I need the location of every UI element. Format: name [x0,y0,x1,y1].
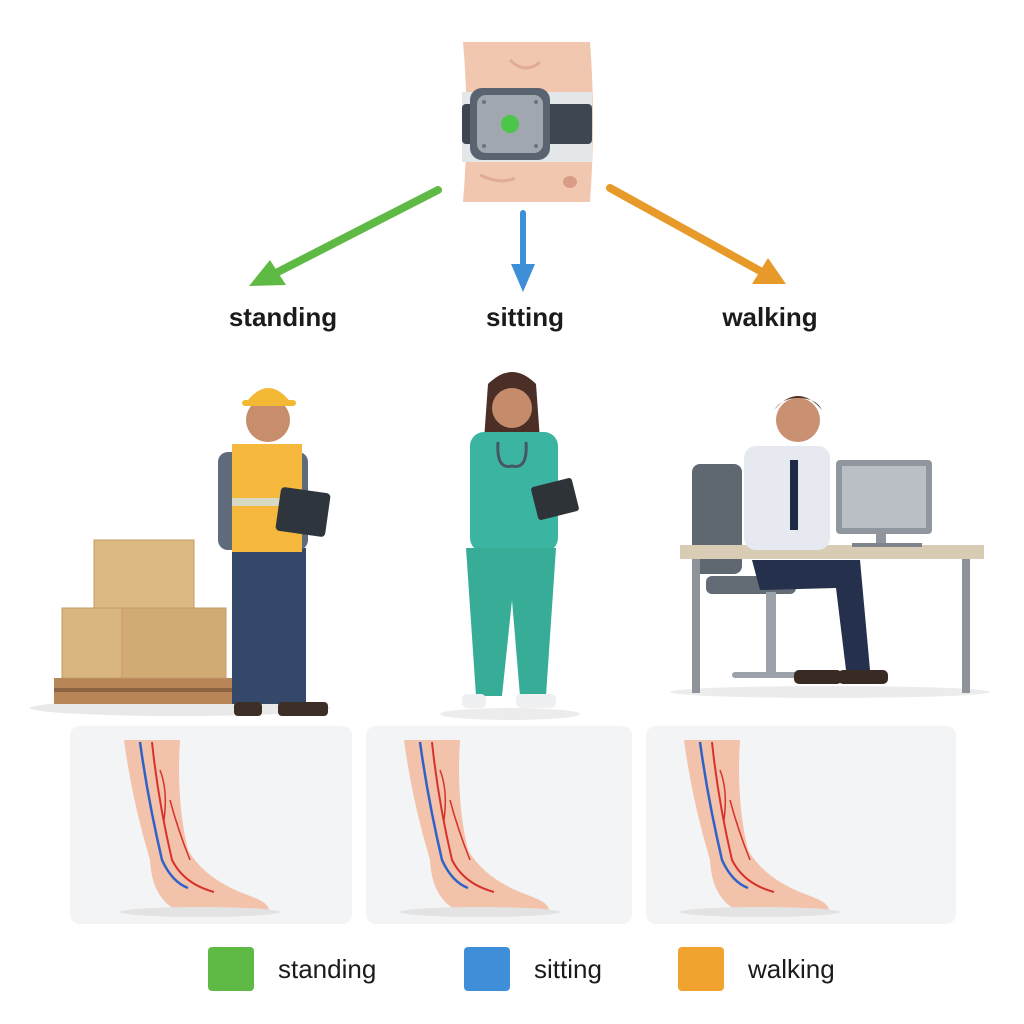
warehouse-worker-icon [30,388,331,716]
legend-swatch-walking [678,947,724,991]
legend-label-sitting: sitting [534,953,602,984]
legend-swatch-sitting [464,947,510,991]
label-sitting: sitting [486,302,564,332]
legend-label-walking: walking [748,953,835,984]
wearable-sensor-icon [462,42,593,202]
legend-item-walking: walking [678,947,835,991]
office-worker-icon [670,396,990,698]
legend-label-standing: standing [278,953,377,984]
arrow-to-sitting [511,210,535,292]
arrow-to-standing [249,186,442,286]
legend-item-sitting: sitting [464,947,602,991]
arrow-to-walking [606,184,786,284]
label-walking: walking [722,302,818,332]
legend: standing sitting walking [0,947,1024,995]
legend-swatch-standing [208,947,254,991]
nurse-icon [440,372,580,720]
legend-item-standing: standing [208,947,376,991]
leg-veins-icon [70,726,956,924]
label-standing: standing [228,302,338,332]
